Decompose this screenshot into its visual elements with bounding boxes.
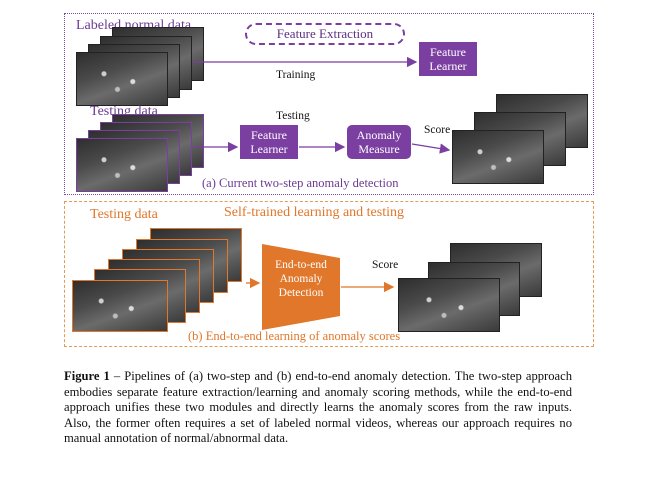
feature-learner-box: Feature Learner: [240, 125, 298, 159]
measure-to-score-arrow: [411, 143, 451, 154]
self-trained-label: Self-trained learning and testing: [224, 205, 404, 220]
panel-end-to-end: [64, 201, 594, 347]
figure-caption-text: – Pipelines of (a) two-step and (b) end-…: [64, 369, 572, 446]
labeled-frame-0: [76, 52, 168, 106]
score-b-label: Score: [372, 259, 399, 271]
figure-label: Figure 1: [64, 369, 110, 383]
score-a-label: Score: [424, 124, 451, 136]
end-to-end-block: [262, 244, 340, 330]
panel-a-caption: (a) Current two-step anomaly detection: [202, 176, 399, 190]
anomaly-measure-box: Anomaly Measure: [347, 125, 411, 159]
test-a-frame-0: [76, 138, 168, 192]
test-b-frame-0: [72, 280, 168, 332]
testing-data-b-label: Testing data: [90, 207, 158, 222]
panel-two-step: [64, 13, 594, 195]
score-a-frame-0: [452, 130, 544, 184]
panel-b-caption: (b) End-to-end learning of anomaly score…: [188, 329, 401, 343]
score-b-frame-0: [398, 278, 500, 332]
figure-caption: Figure 1 – Pipelines of (a) two-step and…: [64, 369, 572, 447]
end-to-end-label: End-to-end Anomaly Detection: [275, 259, 327, 299]
feature-learner-top-box: Feature Learner: [419, 42, 477, 76]
testing-label: Testing: [276, 110, 310, 122]
feature-extraction-pill: Feature Extraction: [245, 23, 405, 45]
training-label: Training: [276, 69, 316, 81]
